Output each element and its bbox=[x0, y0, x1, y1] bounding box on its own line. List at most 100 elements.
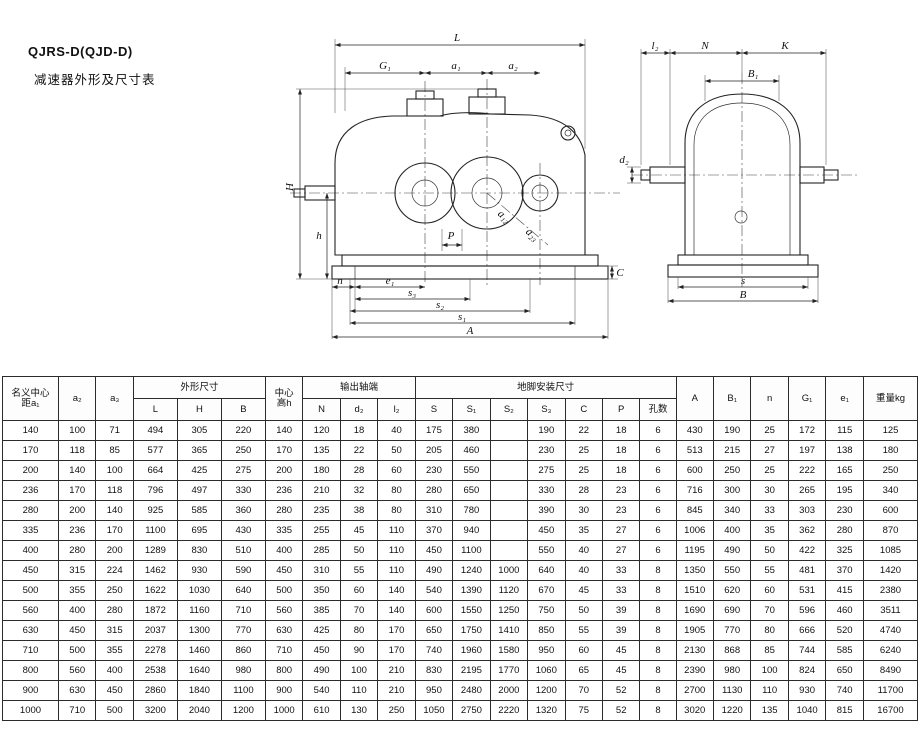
table-cell: 210 bbox=[377, 660, 416, 681]
table-cell: 481 bbox=[787, 560, 827, 581]
table-cell: 280 bbox=[264, 500, 304, 521]
table-cell: 1770 bbox=[489, 660, 529, 681]
table-cell: 1550 bbox=[452, 600, 491, 621]
dim-label-C: C bbox=[616, 267, 624, 279]
table-cell: 770 bbox=[220, 620, 266, 641]
table-cell: 780 bbox=[452, 500, 491, 521]
table-cell: 90 bbox=[339, 640, 379, 661]
table-cell bbox=[489, 540, 529, 561]
table-cell: 494 bbox=[132, 420, 178, 441]
dim-label-e1: e₁ bbox=[386, 275, 395, 287]
table-cell: 8 bbox=[639, 700, 677, 721]
table-cell: 415 bbox=[825, 580, 864, 601]
table-cell: 340 bbox=[712, 500, 752, 521]
table-cell: 310 bbox=[414, 500, 454, 521]
table-cell: 6 bbox=[639, 500, 677, 521]
table-cell: 215 bbox=[712, 440, 752, 461]
table-cell: 205 bbox=[414, 440, 454, 461]
dim-label-s: s bbox=[741, 275, 745, 287]
header-S: S bbox=[414, 398, 454, 421]
table-cell: 490 bbox=[414, 560, 454, 581]
table-cell: 1250 bbox=[489, 600, 529, 621]
table-cell: 1160 bbox=[176, 600, 222, 621]
table-cell: 1000 bbox=[489, 560, 529, 581]
table-cell: 370 bbox=[825, 560, 864, 581]
header-d2: d₂ bbox=[339, 398, 379, 421]
table-cell: 845 bbox=[675, 500, 714, 521]
table-cell: 800 bbox=[264, 660, 304, 681]
side-base-flange bbox=[667, 264, 819, 278]
table-cell: 200 bbox=[95, 540, 134, 561]
dim-label-B: B bbox=[740, 289, 747, 301]
table-cell: 600 bbox=[675, 460, 714, 481]
table-cell: 450 bbox=[57, 620, 97, 641]
table-cell: 1840 bbox=[176, 680, 222, 701]
table-cell: 400 bbox=[95, 660, 134, 681]
table-cell: 1872 bbox=[132, 600, 178, 621]
table-cell bbox=[489, 480, 529, 501]
gear-circle-2 bbox=[450, 156, 524, 230]
table-cell: 250 bbox=[220, 440, 266, 461]
table-cell: 2380 bbox=[863, 580, 918, 601]
header-N: N bbox=[302, 398, 341, 421]
table-cell: 45 bbox=[601, 660, 641, 681]
table-cell: 1420 bbox=[863, 560, 918, 581]
table-cell: 222 bbox=[787, 460, 827, 481]
header-P: P bbox=[601, 398, 641, 421]
table-cell: 230 bbox=[414, 460, 454, 481]
table-cell: 335 bbox=[2, 520, 59, 541]
table-cell: 100 bbox=[95, 460, 134, 481]
table-cell: 560 bbox=[57, 660, 97, 681]
table-cell: 740 bbox=[414, 640, 454, 661]
table-cell: 27 bbox=[601, 520, 641, 541]
table-cell: 1510 bbox=[675, 580, 714, 601]
table-cell: 6 bbox=[639, 480, 677, 501]
table-cell: 330 bbox=[527, 480, 566, 501]
table-cell: 118 bbox=[57, 440, 97, 461]
table-cell: 30 bbox=[750, 480, 789, 501]
table-cell: 1640 bbox=[176, 660, 222, 681]
table-cell: 1410 bbox=[489, 620, 529, 641]
table-cell: 39 bbox=[601, 620, 641, 641]
table-cell: 450 bbox=[302, 640, 341, 661]
table-cell: 360 bbox=[220, 500, 266, 521]
table-cell: 710 bbox=[220, 600, 266, 621]
table-cell: 140 bbox=[264, 420, 304, 441]
table-cell: 33 bbox=[601, 580, 641, 601]
table-cell: 350 bbox=[302, 580, 341, 601]
table-cell: 140 bbox=[377, 580, 416, 601]
table-cell: 280 bbox=[57, 540, 97, 561]
table-cell: 740 bbox=[825, 680, 864, 701]
table-cell: 28 bbox=[339, 460, 379, 481]
front-view: L G₁ a₁ a₂ H h n e₁ s₃ s₂ s₁ A P C a₁₂ a… bbox=[284, 32, 624, 340]
table-cell: 40 bbox=[564, 540, 603, 561]
side-view: l₂ N K B₁ d₂ s B bbox=[619, 40, 858, 304]
table-cell: 190 bbox=[712, 420, 752, 441]
table-cell: 180 bbox=[863, 440, 918, 461]
table-cell: 400 bbox=[57, 600, 97, 621]
table-cell: 85 bbox=[95, 440, 134, 461]
table-cell: 50 bbox=[339, 540, 379, 561]
table-cell: 796 bbox=[132, 480, 178, 501]
table-cell: 1130 bbox=[712, 680, 752, 701]
table-cell: 980 bbox=[712, 660, 752, 681]
table-cell: 1200 bbox=[220, 700, 266, 721]
table-cell: 385 bbox=[302, 600, 341, 621]
table-cell: 100 bbox=[57, 420, 97, 441]
header-G1: G₁ bbox=[787, 376, 827, 421]
table-cell bbox=[489, 500, 529, 521]
side-housing-outline bbox=[684, 93, 801, 256]
table-cell: 315 bbox=[95, 620, 134, 641]
table-cell: 135 bbox=[750, 700, 789, 721]
header-S3: S₃ bbox=[527, 398, 566, 421]
table-cell: 236 bbox=[264, 480, 304, 501]
table-cell: 650 bbox=[825, 660, 864, 681]
table-cell: 860 bbox=[220, 640, 266, 661]
table-cell: 450 bbox=[95, 680, 134, 701]
dimension-table: 名义中心 距a₁ a₂ a₃ 外形尺寸 中心 高h 输出轴端 地脚安装尺寸 A … bbox=[2, 376, 918, 721]
table-cell: 28 bbox=[564, 480, 603, 501]
